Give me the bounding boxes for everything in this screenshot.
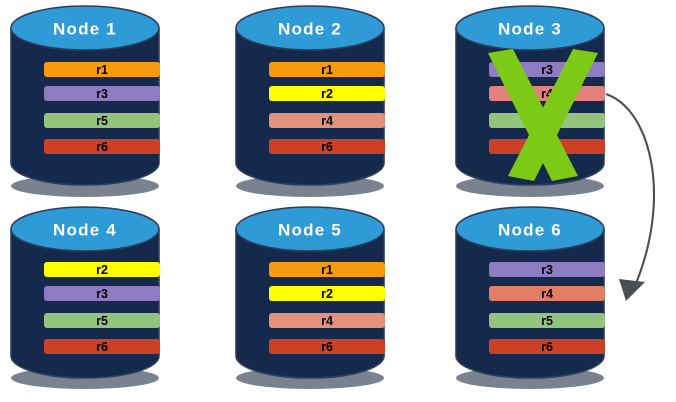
node-4-outline xyxy=(10,229,160,379)
node-6-replica-1-bar[interactable] xyxy=(489,286,605,301)
node-6[interactable]: Node 6 r3 r4 r5 r6 xyxy=(455,206,605,389)
node-4-replicas: r2 r3 r5 r6 xyxy=(44,262,160,354)
failure-x-stroke-b xyxy=(508,49,598,181)
node-5-replica-1-bar[interactable] xyxy=(269,286,385,301)
node-5[interactable]: Node 5 r1 r2 r4 r6 xyxy=(235,206,385,389)
node-6-replica-0-label: r3 xyxy=(541,263,553,277)
node-2-replica-3-bar[interactable] xyxy=(269,139,385,154)
node-2-replica-0-bar[interactable] xyxy=(269,62,385,77)
node-3-label: Node 3 xyxy=(498,19,562,38)
node-4-replica-3-label: r6 xyxy=(96,340,108,354)
node-6-replica-2-label: r5 xyxy=(541,314,553,328)
node-1-body xyxy=(11,28,159,185)
node-1-replica-2-bar[interactable] xyxy=(44,113,160,128)
node-1-replica-1-bar[interactable] xyxy=(44,86,160,101)
node-3[interactable]: Node 3 r3 r4 r5 r6 xyxy=(455,5,605,197)
node-6-replica-2-bar[interactable] xyxy=(489,313,605,328)
node-3-replica-1-label: r4 xyxy=(541,87,553,101)
node-5-replica-1-label: r2 xyxy=(321,287,333,301)
node-2-replica-1-bar[interactable] xyxy=(269,86,385,101)
node-1-replica-2-label: r5 xyxy=(96,114,108,128)
migration-arrow-path xyxy=(605,93,656,289)
node-6-replica-0-bar[interactable] xyxy=(489,262,605,277)
node-4-replica-0-bar[interactable] xyxy=(44,262,160,277)
node-6-label: Node 6 xyxy=(498,220,562,239)
node-1[interactable]: Node 1 r1 r3 r5 r6 xyxy=(10,5,160,197)
node-5-replica-2-bar[interactable] xyxy=(269,313,385,328)
node-6-replica-3-bar[interactable] xyxy=(489,339,605,354)
node-1-replica-3-label: r6 xyxy=(96,140,108,154)
node-6-replica-3-label: r6 xyxy=(541,340,553,354)
node-1-label: Node 1 xyxy=(53,19,117,38)
node-6-replicas: r3 r4 r5 r6 xyxy=(489,262,605,354)
node-2-replica-1-label: r2 xyxy=(321,87,333,101)
node-5-replica-0-bar[interactable] xyxy=(269,262,385,277)
node-2-replica-3-label: r6 xyxy=(321,140,333,154)
node-5-outline xyxy=(235,229,385,379)
node-6-outline xyxy=(455,229,605,379)
node-5-replica-3-bar[interactable] xyxy=(269,339,385,354)
node-5-label: Node 5 xyxy=(278,220,342,239)
node-1-replica-3-bar[interactable] xyxy=(44,139,160,154)
node-5-replicas: r1 r2 r4 r6 xyxy=(269,262,385,354)
node-4-label: Node 4 xyxy=(53,220,117,239)
node-3-outline xyxy=(455,28,605,186)
node-4-replica-2-bar[interactable] xyxy=(44,313,160,328)
node-1-replica-0-label: r1 xyxy=(96,63,108,77)
node-6-replica-1-label: r4 xyxy=(541,287,553,301)
node-5-replica-3-label: r6 xyxy=(321,340,333,354)
node-4-replica-1-bar[interactable] xyxy=(44,286,160,301)
node-2-replica-0-label: r1 xyxy=(321,63,333,77)
node-4-replica-0-label: r2 xyxy=(96,263,108,277)
node-4-replica-1-label: r3 xyxy=(96,287,108,301)
node-5-replica-0-label: r1 xyxy=(321,263,333,277)
node-2-outline xyxy=(235,28,385,186)
node-5-replica-2-label: r4 xyxy=(321,314,333,328)
failure-x-stroke-a xyxy=(488,49,578,181)
node-2[interactable]: Node 2 r1 r2 r4 r6 xyxy=(235,5,385,197)
migration-arrow-head-icon xyxy=(619,279,645,301)
node-3-replica-0-label: r3 xyxy=(541,63,553,77)
node-2-replicas: r1 r2 r4 r6 xyxy=(269,62,385,154)
node-1-replica-1-label: r3 xyxy=(96,87,108,101)
node-2-body xyxy=(236,28,384,185)
node-3-failure-x-icon xyxy=(488,49,598,181)
node-4[interactable]: Node 4 r2 r3 r5 r6 xyxy=(10,206,160,389)
node-1-replica-0-bar[interactable] xyxy=(44,62,160,77)
node-4-replica-3-bar[interactable] xyxy=(44,339,160,354)
node-2-replica-2-bar[interactable] xyxy=(269,113,385,128)
node-2-replica-2-label: r4 xyxy=(321,114,333,128)
node-4-replica-2-label: r5 xyxy=(96,314,108,328)
node-2-label: Node 2 xyxy=(278,19,342,38)
node-1-outline xyxy=(10,28,160,186)
node-1-replicas: r1 r3 r5 r6 xyxy=(44,62,160,154)
migration-arrow xyxy=(605,93,656,301)
